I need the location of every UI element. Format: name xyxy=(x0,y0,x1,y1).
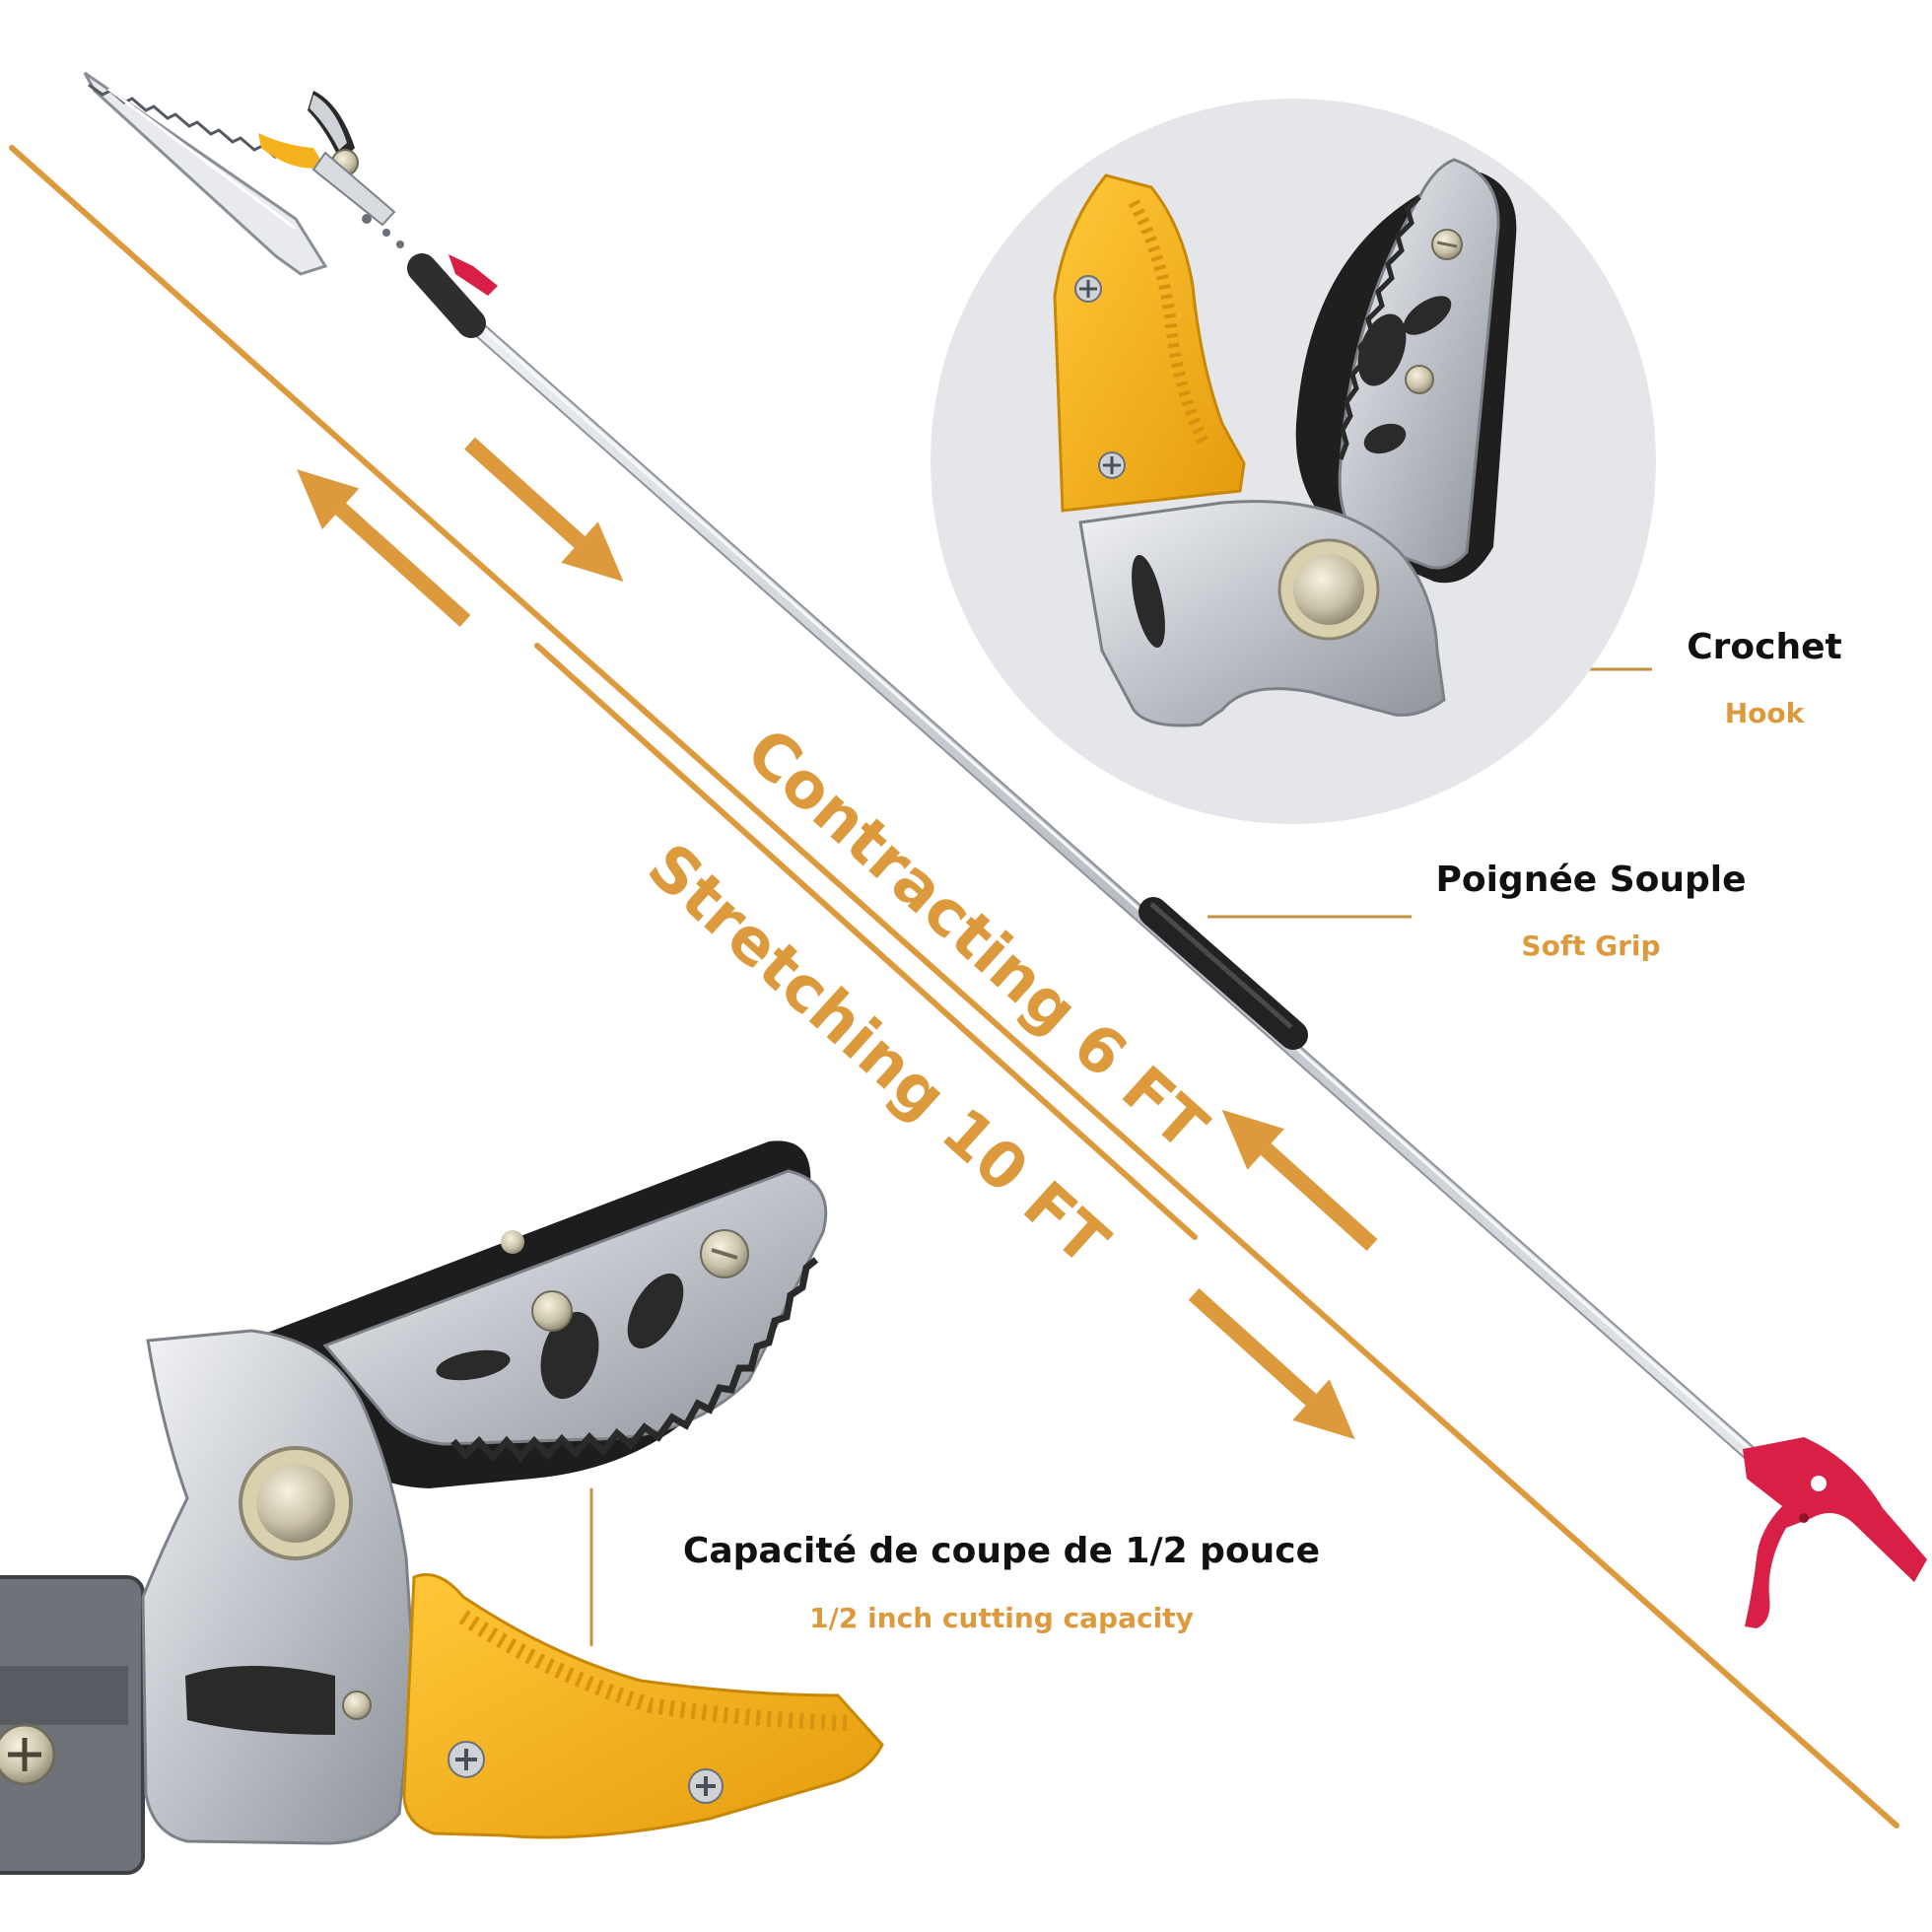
contracting-line xyxy=(534,643,1198,1240)
callout-capacity-fr: Capacité de coupe de 1/2 pouce xyxy=(682,1531,1321,1571)
callout-hook-fr: Crochet xyxy=(1687,627,1842,667)
saw-blade-icon xyxy=(83,71,404,276)
soft-grip xyxy=(1138,897,1308,1050)
pruner-head-icon xyxy=(258,91,498,296)
hook-detail xyxy=(931,99,1656,824)
measure-lines xyxy=(9,145,1899,1828)
callout-grip-en: Soft Grip xyxy=(1521,930,1661,962)
arrow-up-left-icon xyxy=(297,469,471,627)
callout-grip-fr: Poignée Souple xyxy=(1435,860,1747,900)
callout-capacity-en: 1/2 inch cutting capacity xyxy=(809,1602,1194,1634)
stretching-line xyxy=(9,145,1899,1828)
arrow-down-right-icon xyxy=(464,437,624,583)
arrow-up-left-icon xyxy=(1221,1109,1378,1251)
arrows xyxy=(297,437,1378,1440)
callout-hook-en: Hook xyxy=(1724,697,1805,729)
cutting-head-detail xyxy=(0,1140,884,1875)
telescopic-pole xyxy=(407,253,1777,1479)
trigger-icon xyxy=(1743,1437,1927,1628)
arrow-down-right-icon xyxy=(1188,1287,1355,1440)
